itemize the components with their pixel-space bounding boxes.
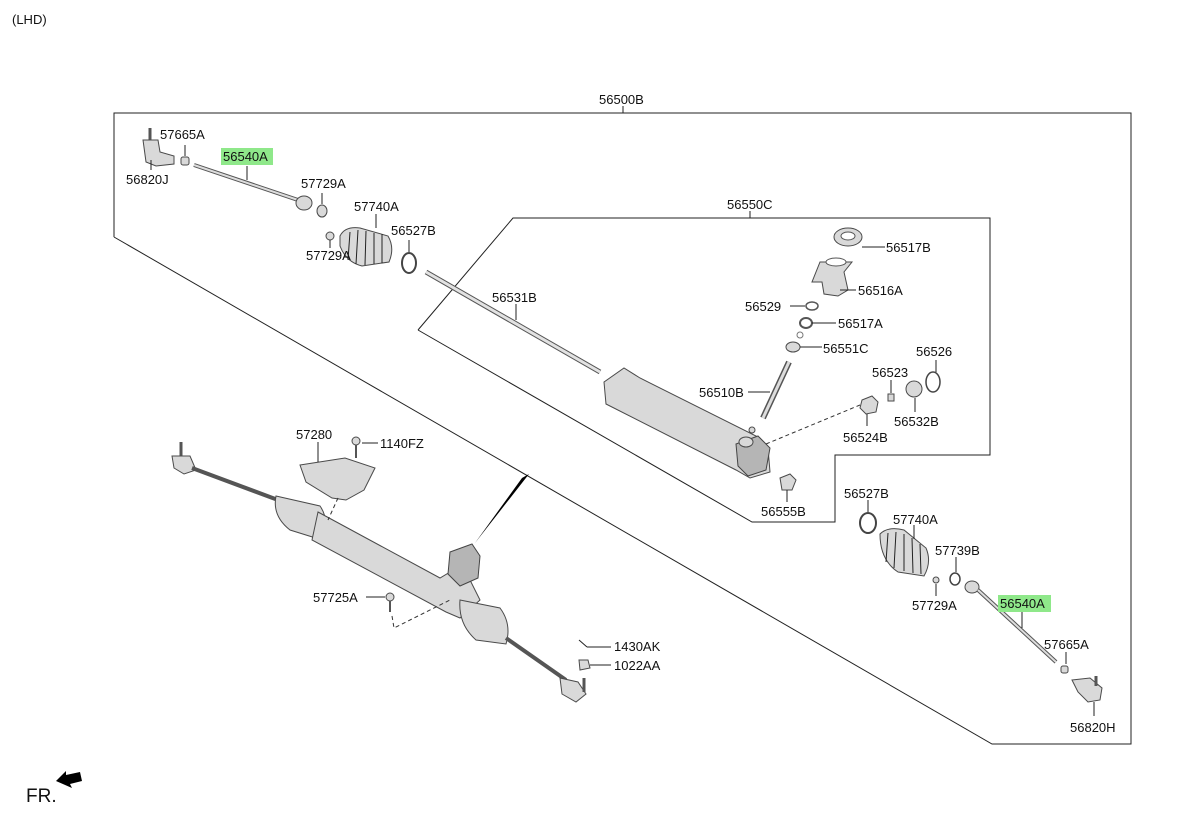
label-56550C[interactable]: 56550C: [727, 197, 773, 212]
nut-right-icon: [1060, 665, 1069, 674]
label-56820H[interactable]: 56820H: [1070, 720, 1116, 735]
tie-rod-end-left-icon: [142, 128, 175, 167]
cap-icon: [779, 473, 797, 491]
yoke-icon: [859, 395, 879, 415]
cover-icon: [833, 227, 863, 247]
mount-bolt-icon: [385, 592, 395, 612]
inner-tie-rod-left-icon: [193, 163, 313, 211]
seal-icon: [799, 317, 813, 329]
rack-bar-icon: [424, 269, 602, 375]
small-clip-right-icon: [932, 576, 940, 584]
label-56820J[interactable]: 56820J: [126, 172, 169, 187]
label-1140FZ[interactable]: 1140FZ: [380, 436, 424, 451]
label-57280[interactable]: 57280: [296, 427, 332, 442]
lock-nut-icon: [578, 659, 591, 671]
bearing-icon: [785, 341, 801, 353]
label-57729A-left-2[interactable]: 57729A: [306, 248, 351, 263]
label-56540A-right[interactable]: 56540A: [1000, 596, 1045, 611]
label-56500B[interactable]: 56500B: [599, 92, 644, 107]
washer-icon: [949, 572, 961, 586]
label-56524B[interactable]: 56524B: [843, 430, 888, 445]
label-56555B[interactable]: 56555B: [761, 504, 806, 519]
label-56532B[interactable]: 56532B: [894, 414, 939, 429]
label-57740A-left[interactable]: 57740A: [354, 199, 399, 214]
arrow-icon: [56, 771, 82, 788]
small-clip-icon: [325, 231, 335, 241]
snap-ring-icon: [925, 371, 941, 393]
spring-icon: [887, 393, 895, 402]
label-56510B[interactable]: 56510B: [699, 385, 744, 400]
pinion-shaft-icon: [748, 360, 792, 434]
gear-housing-icon: [603, 367, 771, 479]
plug-icon: [905, 380, 923, 398]
steering-gear-assembly-icon: [171, 442, 587, 703]
tie-rod-end-right-icon: [1071, 676, 1103, 703]
label-57740A-right[interactable]: 57740A: [893, 512, 938, 527]
label-56527B-left[interactable]: 56527B: [391, 223, 436, 238]
label-56529[interactable]: 56529: [745, 299, 781, 314]
bushing-housing-icon: [811, 257, 854, 297]
boot-right-icon: [879, 528, 930, 577]
label-56527B-right[interactable]: 56527B: [844, 486, 889, 501]
label-57739B[interactable]: 57739B: [935, 543, 980, 558]
ring-icon: [316, 204, 328, 218]
clamp-ring-icon: [401, 252, 417, 274]
label-56531B[interactable]: 56531B: [492, 290, 537, 305]
bolt-icon: [351, 436, 361, 458]
inner-tie-rod-right-icon: [964, 580, 1058, 664]
clamp-ring-right-icon: [859, 512, 877, 534]
front-direction-label: FR.: [26, 786, 57, 807]
clip-icon: [578, 639, 588, 648]
label-57729A-left-1[interactable]: 57729A: [301, 176, 346, 191]
assembly-frame-56500B: [113, 112, 1132, 745]
subassembly-frame-56550C: [417, 217, 991, 523]
label-57725A[interactable]: 57725A: [313, 590, 358, 605]
label-57665A-right[interactable]: 57665A: [1044, 637, 1089, 652]
label-56540A-left[interactable]: 56540A: [223, 149, 268, 164]
label-1430AK[interactable]: 1430AK: [614, 639, 661, 654]
nut-icon: [180, 156, 190, 166]
variant-label: (LHD): [12, 12, 47, 27]
label-57729A-right[interactable]: 57729A: [912, 598, 957, 613]
label-56526[interactable]: 56526: [916, 344, 952, 359]
label-56517B[interactable]: 56517B: [886, 240, 931, 255]
label-57665A-left[interactable]: 57665A: [160, 127, 205, 142]
leader-wedge-icon: [475, 474, 529, 543]
label-1022AA[interactable]: 1022AA: [614, 658, 661, 673]
label-56523[interactable]: 56523: [872, 365, 908, 380]
boot-left-icon: [339, 227, 393, 267]
oring-icon: [805, 301, 819, 311]
label-56517A[interactable]: 56517A: [838, 316, 883, 331]
label-56551C[interactable]: 56551C: [823, 341, 869, 356]
label-56516A[interactable]: 56516A: [858, 283, 903, 298]
